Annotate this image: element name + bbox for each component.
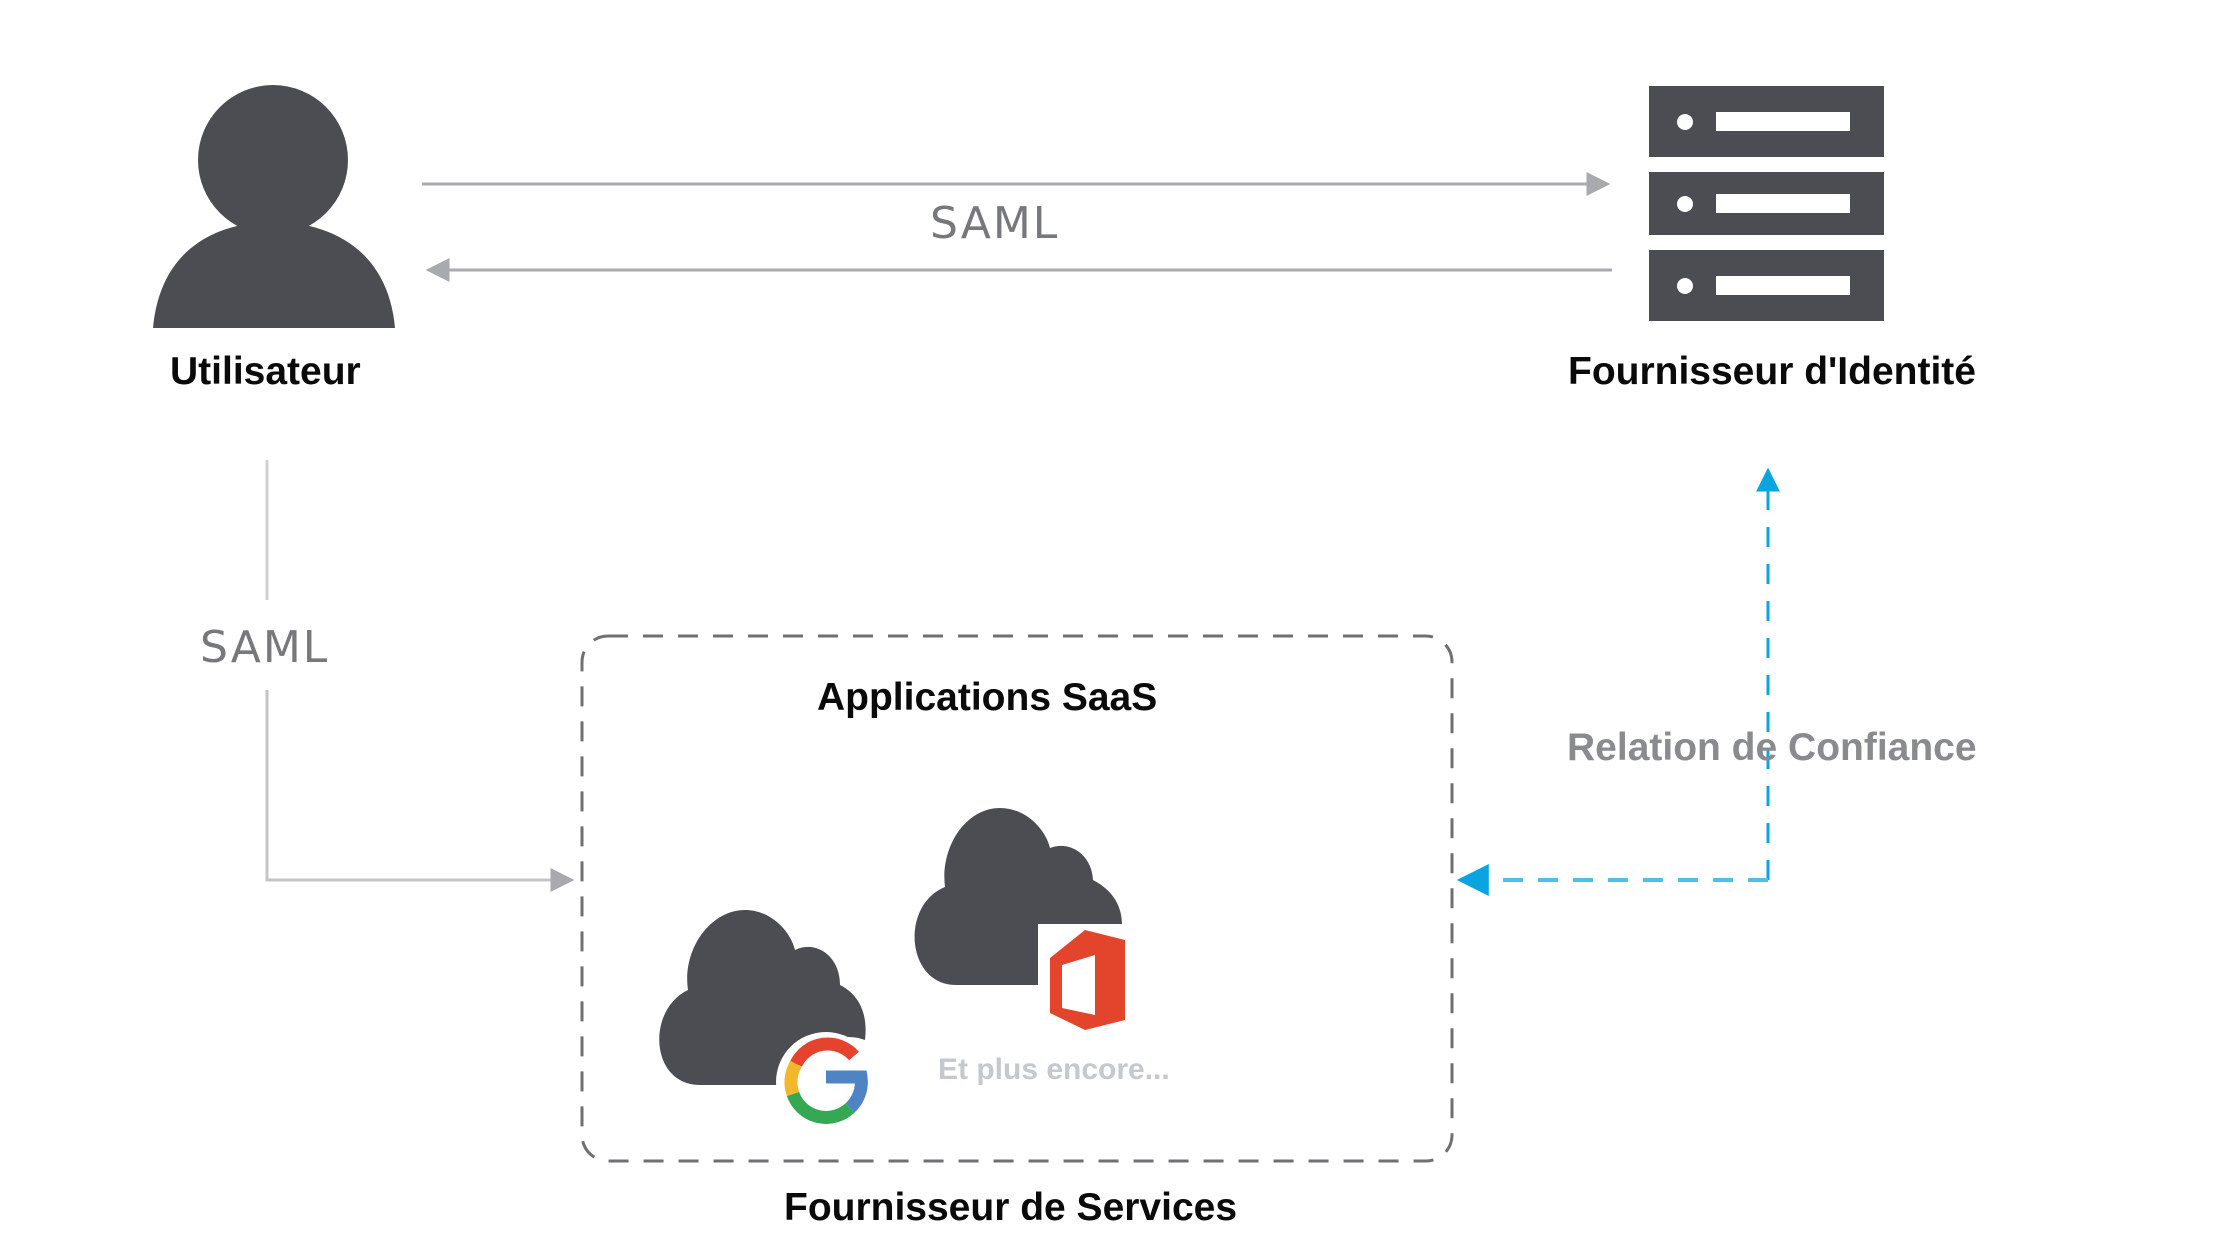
office-cloud-icon — [914, 808, 1130, 1030]
service-provider-label: Fournisseur de Services — [784, 1186, 1238, 1229]
google-cloud-icon — [659, 910, 876, 1132]
saml-label-left: SAML — [200, 622, 330, 673]
person-icon — [153, 85, 395, 328]
trust-relationship-label: Relation de Confiance — [1567, 726, 1977, 769]
saml-label-top: SAML — [930, 198, 1060, 249]
server-stack-icon — [1649, 86, 1884, 321]
service-provider-box — [580, 634, 1454, 1163]
more-apps-label: Et plus encore... — [938, 1053, 1170, 1086]
user-label: Utilisateur — [170, 350, 361, 393]
saml-connector-bottom — [265, 690, 575, 892]
identity-provider-label: Fournisseur d'Identité — [1568, 350, 1976, 393]
saas-group-title: Applications SaaS — [817, 676, 1158, 719]
